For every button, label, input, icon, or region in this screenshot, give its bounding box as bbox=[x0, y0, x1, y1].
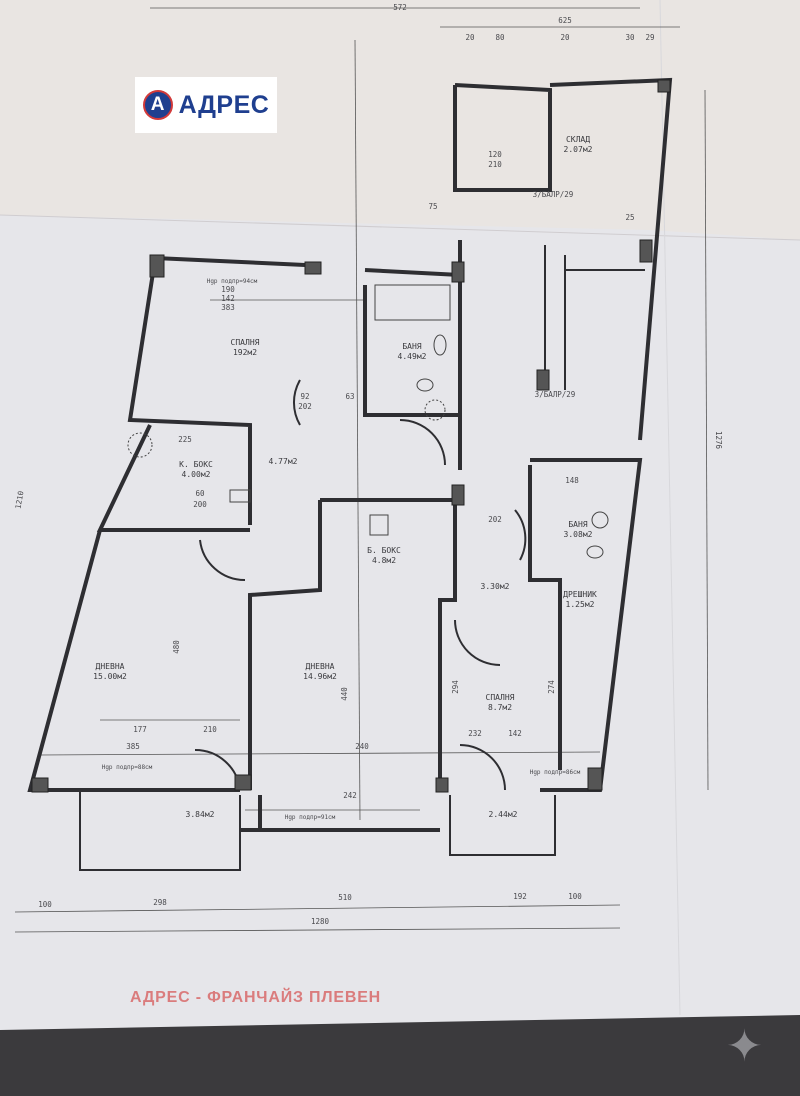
logo-text: АДРЕС bbox=[178, 90, 270, 119]
room-area: 4.77м2 bbox=[268, 457, 298, 466]
room-area: 192м2 bbox=[232, 348, 258, 357]
sill-note: Hgp подпр=94см bbox=[206, 278, 258, 285]
room-area: 15.00м2 bbox=[93, 672, 127, 681]
dim-top-right: 30 bbox=[625, 33, 635, 42]
dim-bottom: 192 bbox=[513, 892, 527, 901]
dim-top-total: 572 bbox=[393, 3, 407, 12]
room-balcony-1: 3.84м2 bbox=[186, 810, 215, 820]
room-balcony-2: 2.44м2 bbox=[489, 810, 518, 820]
room-area: 3.84м2 bbox=[185, 810, 215, 819]
dim-inner: 294 bbox=[451, 680, 460, 694]
sparkle-icon: ✦ bbox=[726, 1021, 763, 1072]
room-area: 2.44м2 bbox=[488, 810, 518, 819]
room-name: СКЛАД bbox=[565, 135, 591, 144]
dim-top-right: 29 bbox=[645, 33, 655, 42]
room-area: 4.49м2 bbox=[397, 352, 427, 361]
room-area: 8.7м2 bbox=[487, 703, 513, 712]
room-area: 14.96м2 bbox=[303, 672, 337, 681]
room-name: БАНЯ bbox=[568, 520, 588, 529]
dim-right-vertical: 1276 bbox=[714, 430, 723, 450]
dim-top-right: 80 bbox=[495, 33, 505, 42]
dim-inner: 225 bbox=[178, 435, 192, 444]
stairs-label: 3/БАЛР/29 bbox=[534, 390, 576, 399]
room-area: 3.08м2 bbox=[563, 530, 593, 539]
dim-top-right: 20 bbox=[465, 33, 475, 42]
room-area: 1.25м2 bbox=[565, 600, 595, 609]
dim-inner: 120 bbox=[488, 150, 502, 159]
room-name: Б. БОКС bbox=[367, 546, 401, 555]
sill-note: Hgp подпр=88см bbox=[101, 764, 153, 771]
room-name: БАНЯ bbox=[402, 342, 422, 351]
room-area: 2.07м2 bbox=[563, 145, 593, 154]
dim-inner: 383 bbox=[221, 303, 235, 312]
dim-inner: 25 bbox=[625, 213, 635, 222]
dim-inner: 142 bbox=[508, 729, 522, 738]
room-name: ДНЕВНА bbox=[95, 662, 125, 671]
room-name: СПАЛНЯ bbox=[485, 693, 515, 702]
brand-logo: А АДРЕС bbox=[135, 77, 277, 133]
dim-bottom: 298 bbox=[153, 898, 167, 907]
dim-inner: 240 bbox=[355, 742, 369, 751]
dim-inner: 200 bbox=[193, 500, 207, 509]
dim-inner: 480 bbox=[172, 640, 181, 654]
dim-inner: 210 bbox=[203, 725, 217, 734]
dim-inner: 232 bbox=[468, 729, 482, 738]
dim-inner: 60 bbox=[195, 489, 205, 498]
dim-inner: 440 bbox=[340, 687, 349, 701]
dim-inner: 177 bbox=[133, 725, 147, 734]
dim-inner: 210 bbox=[488, 160, 502, 169]
dim-bottom: 100 bbox=[568, 892, 582, 901]
dim-top-right: 20 bbox=[560, 33, 570, 42]
room-area: 4.8м2 bbox=[371, 556, 397, 565]
dim-top-right-total: 625 bbox=[558, 16, 572, 25]
dim-inner: 92 bbox=[300, 392, 310, 401]
dim-inner: 75 bbox=[428, 202, 438, 211]
room-name: ДРЕШНИК bbox=[563, 590, 597, 599]
watermark-text: АДРЕС - ФРАНЧАЙЗ ПЛЕВЕН bbox=[130, 989, 382, 1006]
dim-inner: 63 bbox=[345, 392, 355, 401]
dim-bottom: 510 bbox=[338, 893, 352, 902]
sill-note: Hgp подпр=91см bbox=[284, 814, 336, 821]
room-name: СПАЛНЯ bbox=[230, 338, 260, 347]
dim-inner: 242 bbox=[343, 791, 357, 800]
dim-bottom-total: 1280 bbox=[310, 917, 330, 926]
room-name: К. БОКС bbox=[179, 460, 213, 469]
dim-inner: 190 bbox=[221, 285, 235, 294]
sill-note: Hgp подпр=86см bbox=[529, 769, 581, 776]
dim-inner: 385 bbox=[126, 742, 140, 751]
room-area: 4.00м2 bbox=[181, 470, 211, 479]
room-name: ДНЕВНА bbox=[305, 662, 335, 671]
dim-inner: 202 bbox=[298, 402, 312, 411]
dim-bottom: 100 bbox=[38, 900, 52, 909]
dim-inner: 142 bbox=[221, 294, 235, 303]
room-area: 3.30м2 bbox=[480, 582, 510, 591]
dim-inner: 274 bbox=[547, 680, 556, 694]
stairs-label: 3/БАЛР/29 bbox=[532, 190, 574, 199]
room-hall: 4.77м2 bbox=[269, 457, 298, 467]
dim-inner: 148 bbox=[565, 476, 579, 485]
logo-mark: А bbox=[142, 90, 173, 120]
dim-inner: 202 bbox=[488, 515, 502, 524]
room-hall-2: 3.30м2 bbox=[481, 582, 510, 592]
